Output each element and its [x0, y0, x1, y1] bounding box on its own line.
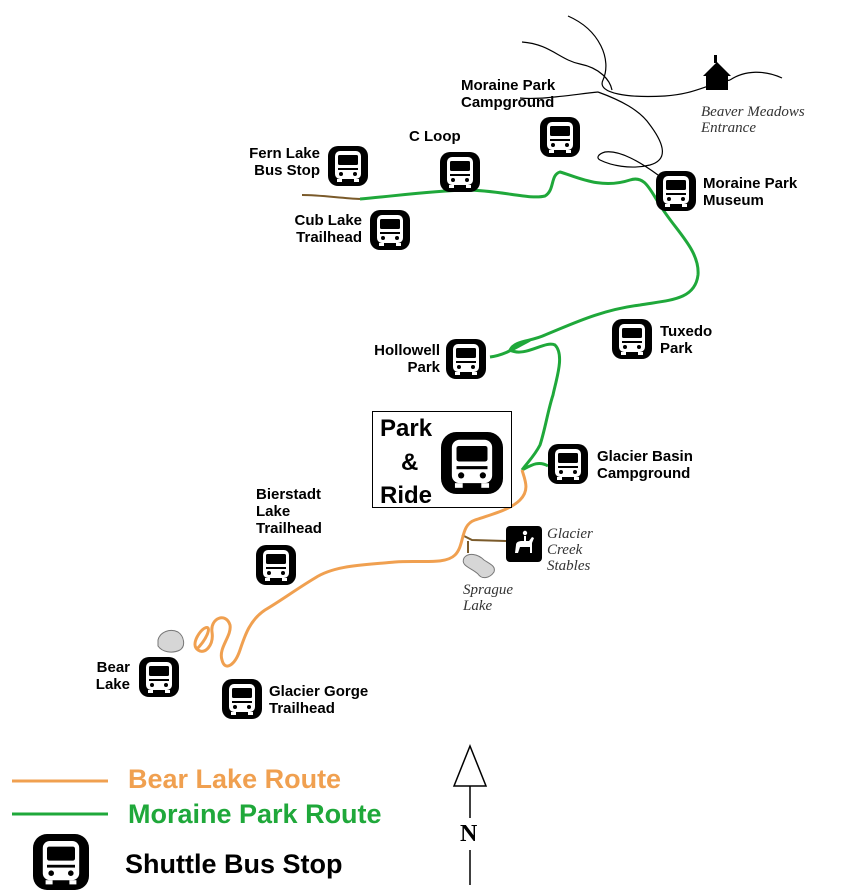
moraine-park-museum-bus-stop-icon[interactable]: [656, 171, 696, 211]
glacier-basin-campground-bus-stop-icon[interactable]: [548, 444, 588, 484]
moraine-park-campground-bus-stop-icon[interactable]: [540, 117, 580, 157]
road-network: [519, 15, 783, 176]
fern-lake-trail: [301, 194, 361, 200]
cub-lake-trailhead-bus-stop-icon[interactable]: [370, 210, 410, 250]
bear-lake-bus-stop-icon[interactable]: [139, 657, 179, 697]
bierstadt-lake-trailhead-bus-stop-icon[interactable]: [256, 545, 296, 585]
stables-trail: [461, 534, 507, 542]
bear-lake-shape: [157, 629, 185, 653]
sprague-lake-shape: [462, 553, 495, 579]
legend-bear-lake-route-label: Bear Lake Route: [128, 764, 342, 794]
bear-lake-route-line: [193, 469, 528, 668]
park-and-ride-word-ride: Ride: [380, 482, 433, 509]
glacier-gorge-trailhead-bus-stop-icon[interactable]: [222, 679, 262, 719]
horse-rider-icon: [506, 526, 542, 562]
c-loop-bus-stop-icon[interactable]: [440, 152, 480, 192]
fern-lake-bus-stop-icon[interactable]: [328, 146, 368, 186]
north-label: N: [460, 821, 478, 847]
legend-shuttle-bus-stop-label: Shuttle Bus Stop: [125, 849, 343, 879]
ranger-station-icon: [703, 55, 731, 90]
hollowell-park-bus-stop-icon[interactable]: [446, 339, 486, 379]
park-and-ride-bus-stop-icon[interactable]: [441, 432, 503, 494]
moraine-park-route-line: [359, 170, 700, 472]
park-and-ride-word-park: Park: [380, 415, 433, 442]
legend-moraine-park-route-label: Moraine Park Route: [128, 799, 382, 829]
legend-bus-stop-icon: [32, 834, 90, 890]
park-and-ride-word-amp: &: [401, 449, 419, 476]
north-arrow-icon: [452, 743, 488, 885]
tuxedo-park-bus-stop-icon[interactable]: [612, 319, 652, 359]
trails: [301, 194, 507, 553]
c-loop-label: C Loop: [409, 128, 461, 145]
